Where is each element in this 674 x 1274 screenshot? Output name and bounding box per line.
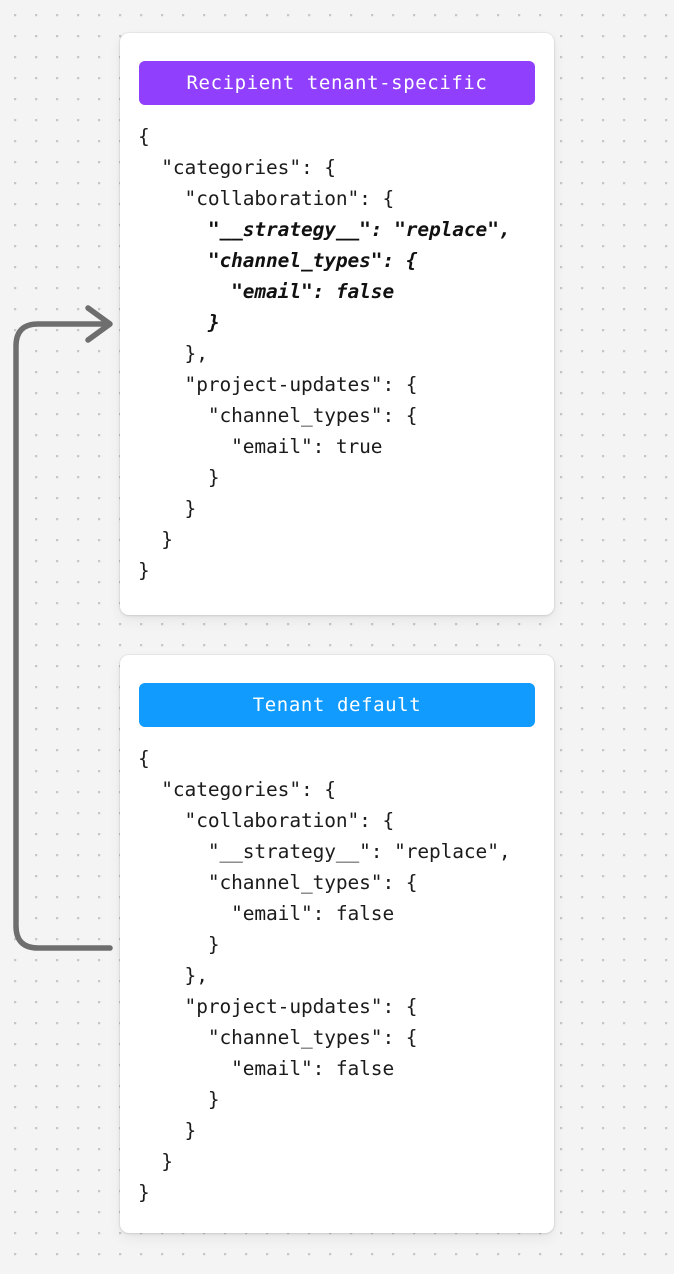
badge-tenant-default: Tenant default (139, 683, 535, 727)
code-line: } (138, 1181, 150, 1204)
code-line: "project-updates": { (138, 373, 418, 396)
code-line: "categories": { (138, 156, 336, 179)
code-line: } (138, 1088, 220, 1111)
code-line: }, (138, 342, 208, 365)
code-line: "email": false (138, 280, 395, 303)
code-line: "project-updates": { (138, 995, 418, 1018)
code-line: } (138, 497, 197, 520)
code-line: } (138, 466, 220, 489)
code-line: } (138, 1150, 173, 1173)
code-line: { (138, 125, 150, 148)
code-line: "channel_types": { (138, 871, 418, 894)
code-line: "channel_types": { (138, 404, 418, 427)
code-line: "__strategy__": "replace", (138, 218, 511, 241)
code-line: } (138, 1119, 197, 1142)
code-line: } (138, 528, 173, 551)
code-line: "collaboration": { (138, 187, 395, 210)
code-line: "email": false (138, 1057, 395, 1080)
code-line: "__strategy__": "replace", (138, 840, 511, 863)
code-line: { (138, 747, 150, 770)
code-line: }, (138, 964, 208, 987)
badge-recipient-tenant-specific: Recipient tenant-specific (139, 61, 535, 105)
code-line: "email": false (138, 902, 395, 925)
code-line: "channel_types": { (138, 249, 418, 272)
code-block-tenant-default: { "categories": { "collaboration": { "__… (120, 743, 554, 1208)
code-line: } (138, 311, 220, 334)
code-line: "collaboration": { (138, 809, 395, 832)
code-line: } (138, 559, 150, 582)
card-tenant-default: Tenant default { "categories": { "collab… (120, 655, 554, 1233)
code-line: "categories": { (138, 778, 336, 801)
code-line: "email": true (138, 435, 383, 458)
card-recipient-tenant-specific: Recipient tenant-specific { "categories"… (120, 33, 554, 615)
code-line: "channel_types": { (138, 1026, 418, 1049)
code-block-recipient: { "categories": { "collaboration": { "__… (120, 121, 554, 586)
code-line: } (138, 933, 220, 956)
merge-arrow (13, 305, 113, 951)
